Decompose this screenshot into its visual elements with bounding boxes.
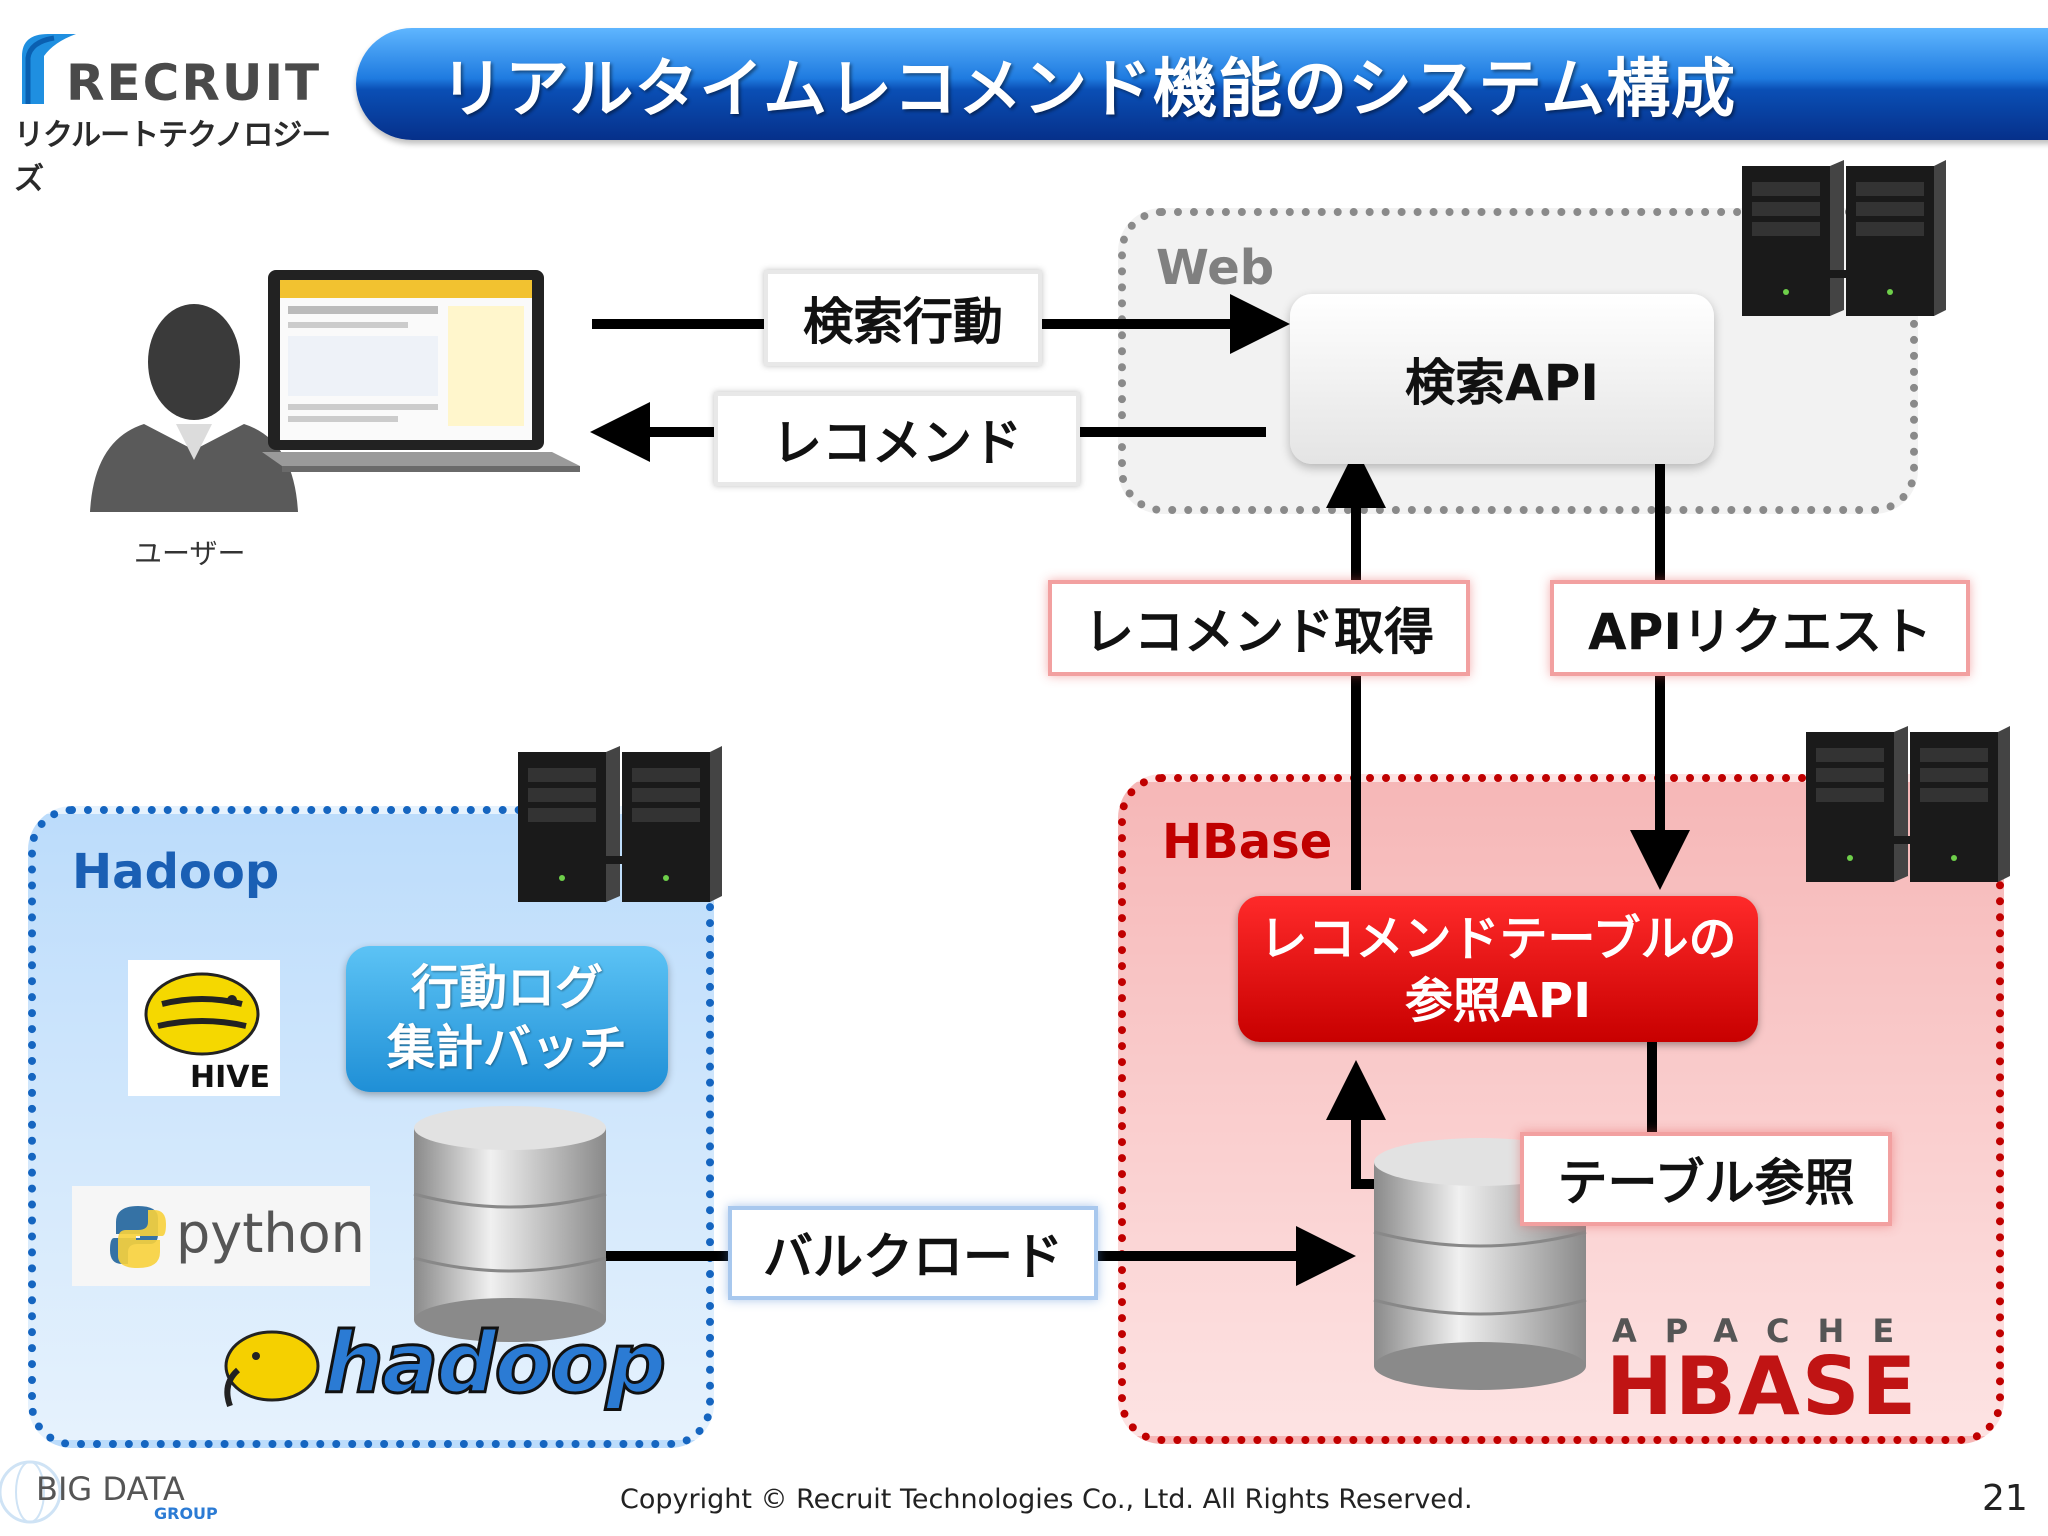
user-icon [90,304,298,512]
recommend-label: レコメンド [714,392,1080,486]
hive-bee-icon [144,972,260,1056]
python-logo-text: python [176,1202,365,1265]
log-aggregation-batch-box: 行動ログ 集計バッチ [346,946,668,1092]
recruit-logo-mark [22,34,76,104]
page-number: 21 [1982,1478,2028,1519]
title-bar [356,28,2048,140]
recommend-table-api-box: レコメンドテーブルの 参照API [1238,896,1758,1042]
recruit-logo: RECRUIT リクルートテクノロジーズ [14,28,344,197]
table-ref-label: テーブル参照 [1520,1132,1892,1226]
hadoop-elephant-icon [224,1330,320,1408]
logo-word: RECRUIT [66,54,322,112]
hadoop-logo-text: hadoop [322,1313,667,1414]
bulk-load-label: バルクロード [728,1206,1098,1300]
table-ref-arrow [1326,1060,1386,1189]
recommend-table-api-line1: レコメンドテーブルの [1259,911,1737,967]
web-zone-label: Web [1156,240,1275,296]
hive-logo-text: HIVE [190,1060,270,1095]
user-label: ユーザー [134,537,246,570]
api-request-label: APIリクエスト [1550,580,1970,676]
group-text: GROUP [154,1504,218,1523]
search-action-label: 検索行動 [764,270,1042,366]
slide-title: リアルタイムレコメンド機能のシステム構成 [440,53,1737,127]
recommend-get-label: レコメンド取得 [1048,580,1470,676]
hadoop-server-icon [518,746,722,902]
logo-sub: リクルートテクノロジーズ [14,118,331,197]
hadoop-zone-label: Hadoop [72,844,280,900]
copyright-text: Copyright © Recruit Technologies Co., Lt… [620,1484,1473,1515]
laptop-icon [262,270,580,472]
python-snake-icon [110,1206,166,1268]
recommend-table-api-line2: 参照API [1404,973,1592,1029]
big-data-group-logo: BIG DATA GROUP [0,1452,240,1532]
hbase-zone-label: HBase [1162,814,1333,870]
apache-logo-text: APACHE [1612,1312,1923,1350]
web-server-icon [1742,160,1946,316]
hbase-logo-text: HBASE [1606,1340,1919,1433]
globe-icon [0,1460,62,1524]
big-data-text: BIG DATA [36,1470,185,1508]
search-api-box: 検索API [1290,294,1714,464]
python-logo: python [72,1186,370,1286]
hadoop-logo: hadoop [216,1313,668,1414]
batch-line2: 集計バッチ [386,1020,627,1076]
batch-line1: 行動ログ [410,960,603,1016]
hbase-server-icon [1806,726,2010,882]
hadoop-database-icon [413,1106,607,1342]
hive-logo: HIVE [128,960,280,1096]
